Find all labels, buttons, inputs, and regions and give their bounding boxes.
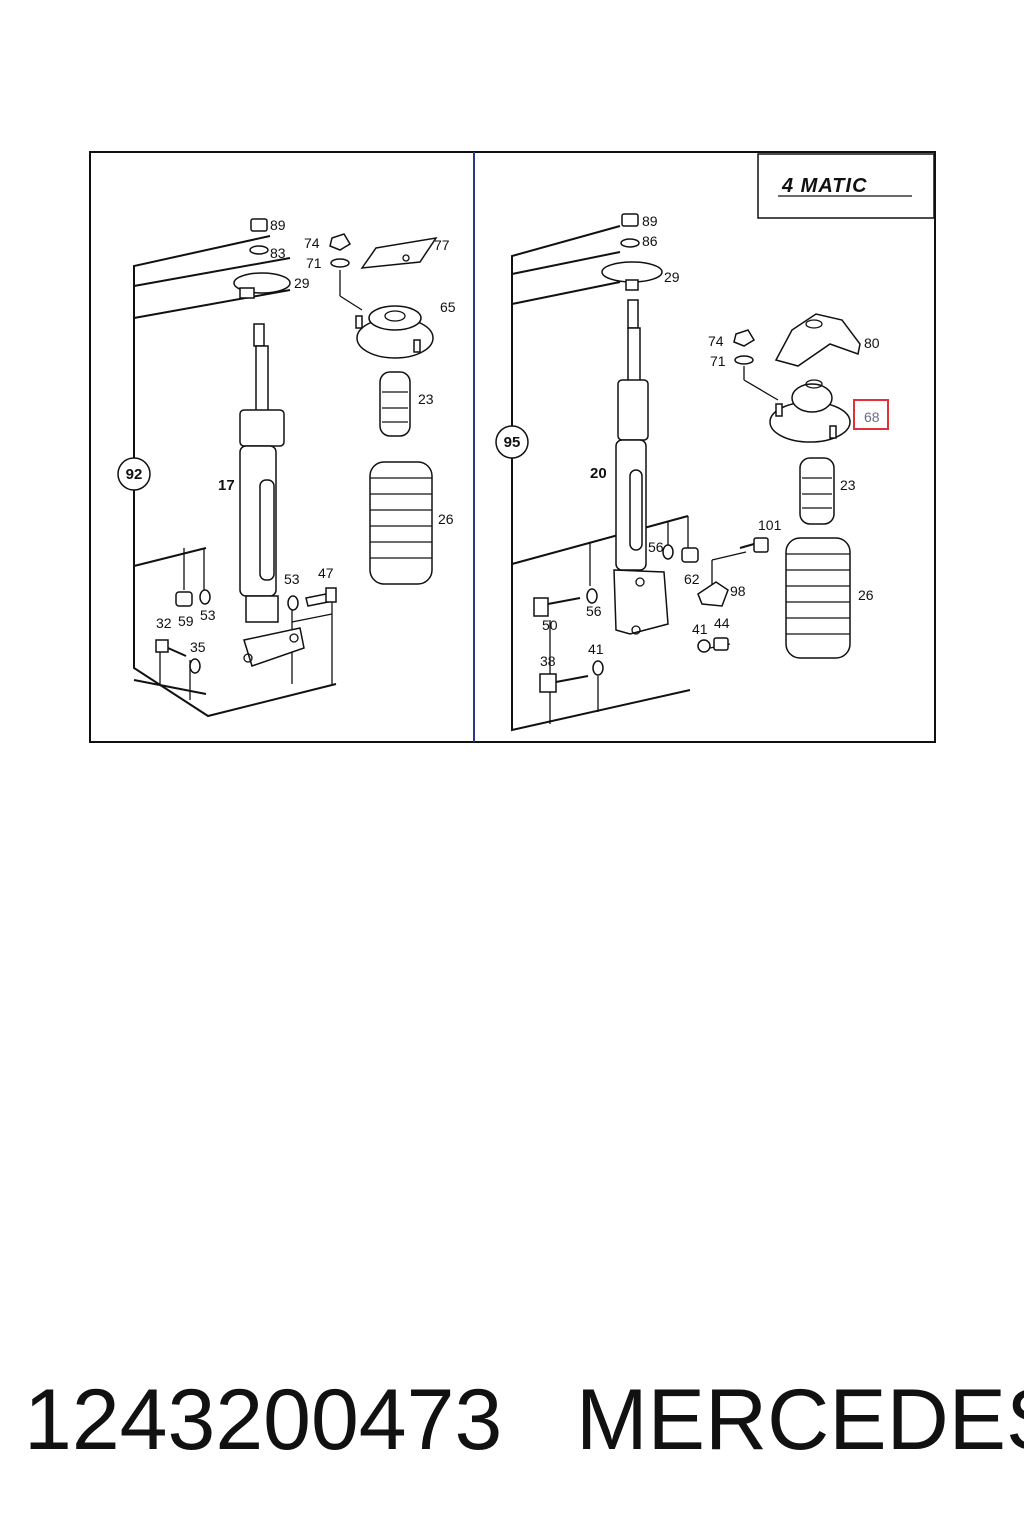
svg-text:74: 74: [708, 333, 724, 349]
mount-plate-icon: [360, 236, 438, 269]
svg-text:92: 92: [126, 466, 143, 483]
svg-text:80: 80: [864, 335, 880, 351]
svg-text:89: 89: [642, 213, 658, 229]
svg-text:23: 23: [418, 391, 434, 407]
svg-text:95: 95: [504, 434, 521, 451]
svg-text:56: 56: [648, 539, 664, 555]
svg-text:20: 20: [590, 465, 607, 482]
group-badge-95: [495, 425, 529, 459]
svg-text:17: 17: [218, 477, 235, 494]
nut-icon: [249, 218, 269, 255]
hardware-icons: [155, 587, 337, 674]
strut-mount-icon: [769, 379, 851, 443]
svg-text:83: 83: [270, 245, 286, 261]
diagram-frame: [89, 151, 936, 743]
clamp-ring-icon: [601, 261, 663, 291]
svg-text:86: 86: [642, 233, 658, 249]
svg-text:53: 53: [200, 607, 216, 623]
svg-text:38: 38: [540, 653, 556, 669]
svg-text:56: 56: [586, 603, 602, 619]
svg-text:44: 44: [714, 615, 730, 631]
shock-absorber-icon: [613, 299, 669, 635]
svg-text:26: 26: [858, 587, 874, 603]
svg-text:77: 77: [434, 237, 450, 253]
support-bracket-icon: [774, 313, 861, 367]
svg-text:50: 50: [542, 617, 558, 633]
svg-text:101: 101: [758, 517, 782, 533]
svg-text:29: 29: [664, 269, 680, 285]
top-nut-icon: [329, 233, 363, 311]
svg-text:47: 47: [318, 565, 334, 581]
group-badge-92: [117, 457, 151, 491]
svg-text:32: 32: [156, 615, 172, 631]
caption: 1243200473 MERCEDES: [0, 1370, 1024, 1470]
strut-mount-icon: [355, 305, 434, 359]
4matic-badge: 4 MATIC: [757, 153, 935, 219]
dust-boot-icon: [785, 537, 851, 659]
svg-text:4 MATIC: 4 MATIC: [781, 175, 868, 197]
bump-stop-icon: [799, 457, 835, 525]
svg-text:98: 98: [730, 583, 746, 599]
svg-text:41: 41: [588, 641, 604, 657]
svg-text:89: 89: [270, 217, 286, 233]
svg-text:68: 68: [864, 409, 880, 425]
left-panel: 92: [117, 217, 456, 718]
svg-text:62: 62: [684, 571, 700, 587]
part-number: 1243200473: [24, 1372, 503, 1468]
shock-absorber-icon: [239, 323, 305, 667]
svg-text:71: 71: [710, 353, 726, 369]
svg-text:35: 35: [190, 639, 206, 655]
parts-diagram: 4 MATIC 92: [89, 151, 936, 743]
svg-text:65: 65: [440, 299, 456, 315]
svg-text:23: 23: [840, 477, 856, 493]
svg-text:29: 29: [294, 275, 310, 291]
nut-icon: [620, 213, 640, 248]
right-panel: 95: [495, 213, 889, 732]
svg-text:59: 59: [178, 613, 194, 629]
dust-boot-icon: [369, 461, 433, 585]
brand-name: MERCEDES: [576, 1372, 1024, 1468]
svg-text:26: 26: [438, 511, 454, 527]
svg-text:53: 53: [284, 571, 300, 587]
svg-text:71: 71: [306, 255, 322, 271]
bump-stop-icon: [379, 371, 411, 437]
top-nut-icon: [733, 329, 779, 401]
svg-text:41: 41: [692, 621, 708, 637]
hardware-icons: [533, 537, 769, 693]
clamp-ring-icon: [233, 272, 291, 299]
svg-text:74: 74: [304, 235, 320, 251]
highlight-box-68: [853, 399, 889, 430]
